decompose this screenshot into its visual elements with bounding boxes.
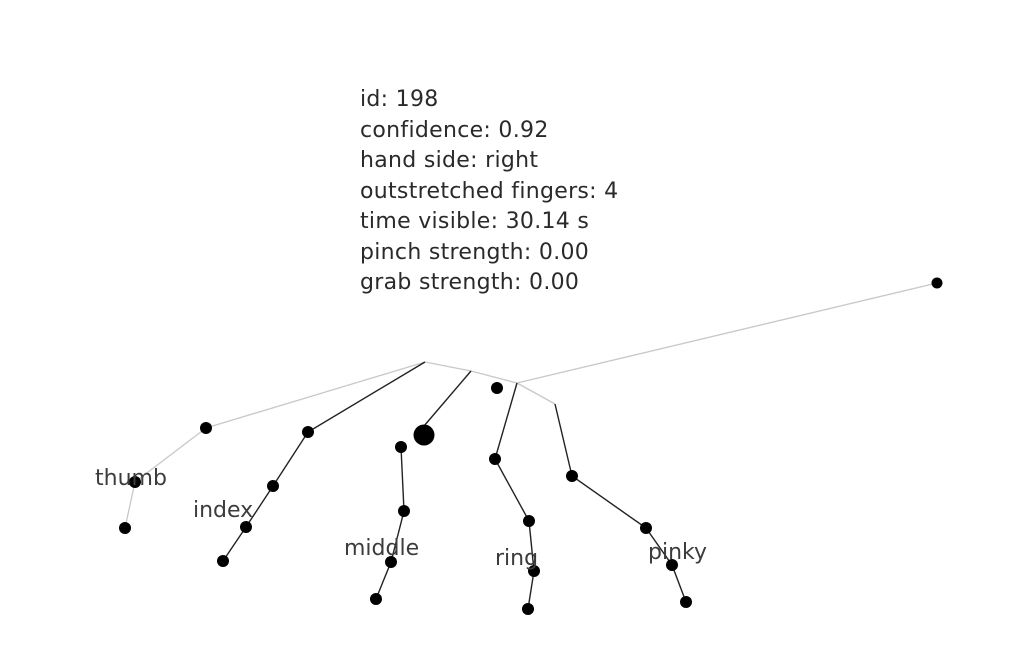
- thumb-joint-1: [200, 422, 212, 434]
- thumb-tip: [119, 522, 131, 534]
- ring-base-joint: [491, 382, 503, 394]
- palm-line-arm: [516, 282, 938, 384]
- arm-joint: [931, 277, 943, 289]
- middle-joint-3: [385, 556, 397, 568]
- thumb-label: thumb: [95, 466, 167, 491]
- pinky-tip: [680, 596, 692, 608]
- outstretched-fingers-text: outstretched fingers: 4: [360, 178, 619, 204]
- index-joint-3: [240, 521, 252, 533]
- middle-joint-2: [398, 505, 410, 517]
- pinky-joint-3: [666, 559, 678, 571]
- hand-info-panel: id: 198 confidence: 0.92 hand side: righ…: [360, 85, 618, 299]
- palm-line-thumb-base: [205, 361, 426, 429]
- ring-bones: [494, 382, 535, 610]
- grab-strength-text: grab strength: 0.00: [360, 270, 580, 295]
- pinky-bones: [554, 403, 687, 603]
- palm-outline: [124, 282, 938, 529]
- index-joint-1: [302, 426, 314, 438]
- pinky-joint-1: [566, 470, 578, 482]
- ring-label: ring: [495, 546, 538, 571]
- ring-joint-2: [523, 515, 535, 527]
- ring-joint-3: [528, 565, 540, 577]
- middle-bones-lower: [375, 446, 405, 600]
- index-tip: [217, 555, 229, 567]
- pinky-joint-2: [640, 522, 652, 534]
- middle-joint-1: [395, 441, 407, 453]
- time-visible-text: time visible: 30.14 s: [360, 209, 590, 234]
- palm-line-top: [424, 361, 472, 372]
- confidence-text: confidence: 0.92: [360, 117, 549, 143]
- joints: [119, 277, 943, 615]
- finger-labels: thumb index middle ring pinky: [95, 466, 707, 571]
- ring-tip: [522, 603, 534, 615]
- pinch-strength-text: pinch strength: 0.00: [360, 239, 590, 265]
- pinky-label: pinky: [648, 540, 707, 565]
- thumb-bone-1: [134, 427, 207, 483]
- finger-bones: [222, 361, 687, 610]
- thumb-bone-2: [124, 481, 136, 529]
- index-label: index: [193, 498, 253, 523]
- ring-joint-1: [489, 453, 501, 465]
- hand-side-text: hand side: right: [360, 148, 539, 173]
- middle-tip: [370, 593, 382, 605]
- thumb-joint-2: [129, 476, 141, 488]
- middle-bones: [423, 370, 472, 427]
- palm-center: [413, 424, 435, 446]
- hand-id-text: id: 198: [360, 87, 439, 112]
- index-joint-2: [267, 480, 279, 492]
- palm-line-mid: [470, 370, 518, 384]
- palm-line-pinky: [516, 382, 556, 405]
- middle-label: middle: [344, 536, 419, 561]
